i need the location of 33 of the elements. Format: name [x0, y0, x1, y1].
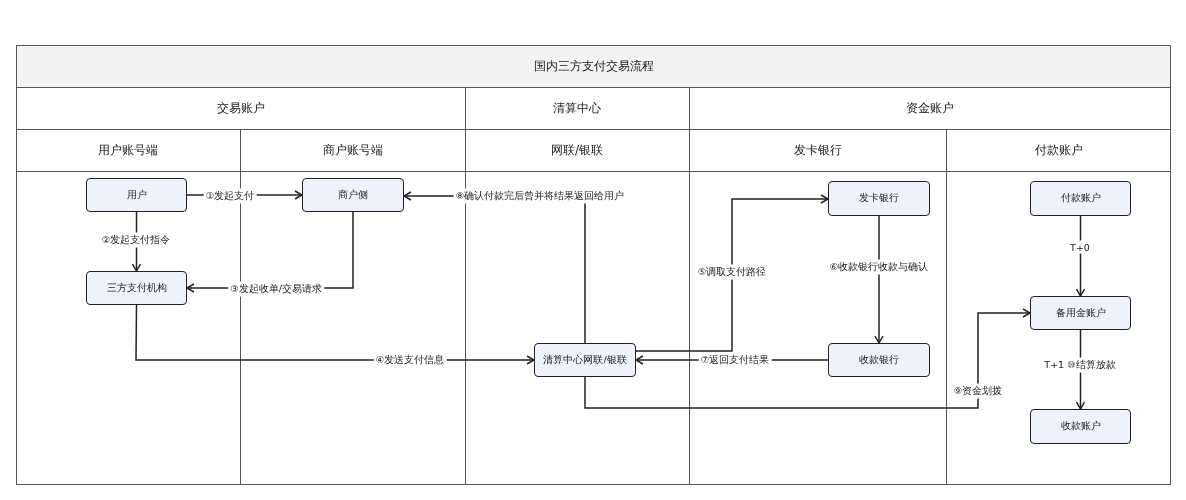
edge-label: T+1 ⑩结算放款 [1042, 357, 1118, 373]
edge-label: ⑧确认付款完后曾并将结果返回给用户 [453, 188, 627, 204]
process-box: 收款银行 [828, 343, 930, 377]
process-box: 收款账户 [1030, 409, 1131, 444]
process-box: 付款账户 [1030, 181, 1131, 216]
edge-label: ⑨资金划拨 [951, 383, 1005, 399]
process-box: 三方支付机构 [86, 271, 187, 305]
edge-label: ⑥收款银行收款与确认 [827, 259, 931, 275]
edge-label: ⑦返回支付结果 [698, 352, 772, 368]
process-box: 清算中心网联/银联 [534, 343, 636, 377]
edge-label: ④发送支付信息 [373, 352, 447, 368]
arrow [584, 308, 1031, 409]
edge-label: ①发起支付 [203, 188, 257, 204]
process-box: 备用金账户 [1030, 296, 1131, 330]
pool-header: 资金账户 [906, 99, 954, 117]
edge-label: ③发起收单/交易请求 [228, 281, 324, 297]
pool-header: 清算中心 [553, 99, 601, 117]
lane-header: 商户账号端 [322, 141, 383, 159]
lane-header: 网联/银联 [550, 141, 603, 159]
lane-header: 发卡银行 [793, 141, 842, 159]
diagram-title: 国内三方支付交易流程 [532, 57, 655, 75]
process-box: 发卡银行 [828, 181, 930, 216]
edge-label: T+0 [1068, 240, 1092, 254]
lane-header: 用户账号端 [98, 141, 158, 159]
process-box: 用户 [86, 178, 187, 212]
arrow [1075, 215, 1086, 297]
edge-label: ⑤调取支付路径 [695, 264, 769, 280]
edge-label: ②发起支付指令 [99, 232, 173, 248]
pool-header: 交易账户 [216, 99, 265, 117]
arrow [874, 215, 884, 344]
lane-header: 付款账户 [1034, 141, 1083, 159]
arrow [635, 194, 829, 352]
process-box: 商户侧 [302, 178, 404, 212]
